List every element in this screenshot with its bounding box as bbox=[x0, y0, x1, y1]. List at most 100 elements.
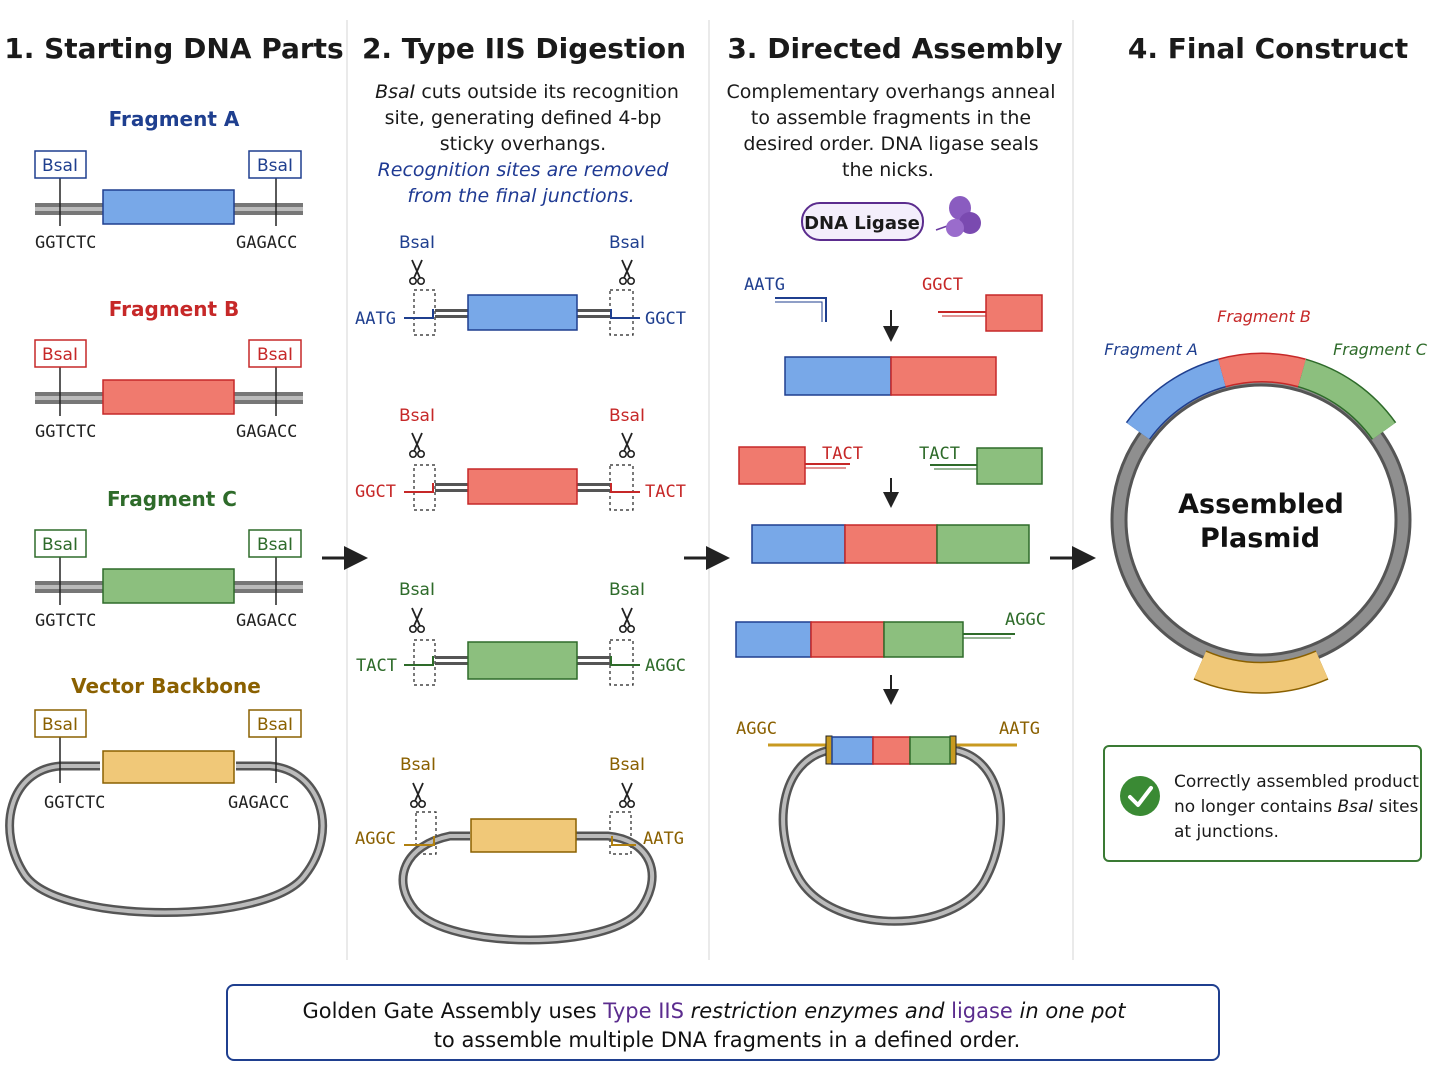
digested-vector: BsaI BsaI AGGC AATG bbox=[355, 755, 684, 945]
left-recognition-seq: GGTCTC bbox=[44, 793, 105, 813]
assembly-step-1: AATG GGCT bbox=[744, 275, 1043, 396]
bsai-site-label: BsaI bbox=[257, 156, 293, 176]
overhang-label: AATG bbox=[643, 829, 684, 849]
assembled-plasmid: Assembled Plasmid Fragment A Fragment B … bbox=[1104, 307, 1428, 694]
bsai-label: BsaI bbox=[399, 580, 435, 600]
panel-assembly: 3. Directed Assembly Complementary overh… bbox=[727, 32, 1063, 926]
fragment-b-block bbox=[102, 379, 235, 415]
fragment-a-part: Fragment A BsaI BsaI GGTCTC GAGACC bbox=[34, 107, 303, 253]
panel3-desc-line1: Complementary overhangs anneal bbox=[727, 81, 1056, 103]
vector-backbone-label: Vector Backbone bbox=[71, 674, 261, 698]
bsai-label: BsaI bbox=[400, 755, 436, 775]
overhang-label: TACT bbox=[356, 656, 397, 676]
assembly-step-2: TACT TACT bbox=[738, 444, 1043, 564]
left-recognition-seq: GGTCTC bbox=[35, 611, 96, 631]
overhang-label: TACT bbox=[645, 482, 686, 502]
overhang-label: GGCT bbox=[645, 309, 686, 329]
bsai-site-label: BsaI bbox=[257, 535, 293, 555]
left-recognition-seq: GGTCTC bbox=[35, 422, 96, 442]
digested-fragment-c: BsaI BsaI TACT AGGC bbox=[356, 580, 686, 686]
bsai-site-label: BsaI bbox=[42, 715, 78, 735]
panel4-title: 4. Final Construct bbox=[1128, 32, 1408, 65]
right-recognition-seq: GAGACC bbox=[236, 233, 297, 253]
plasmid-segment-vector bbox=[1194, 651, 1328, 693]
success-note: Correctly assembled product no longer co… bbox=[1103, 745, 1422, 862]
right-recognition-seq: GAGACC bbox=[236, 422, 297, 442]
digested-fragment-b: BsaI BsaI GGCT TACT bbox=[355, 406, 686, 511]
scissors-icon bbox=[618, 607, 636, 634]
bsai-site-label: BsaI bbox=[257, 715, 293, 735]
overhang-label: AGGC bbox=[645, 656, 686, 676]
fragment-c-part: Fragment C BsaI BsaI GGTCTC GAGACC bbox=[34, 487, 303, 631]
panel-starting-parts: 1. Starting DNA Parts Fragment A BsaI Bs… bbox=[4, 32, 344, 917]
bsai-site-label: BsaI bbox=[42, 345, 78, 365]
bsai-label: BsaI bbox=[609, 406, 645, 426]
panel2-title: 2. Type IIS Digestion bbox=[362, 32, 686, 65]
panel2-desc-line3: sticky overhangs. bbox=[440, 133, 606, 155]
overhang-label: AATG bbox=[355, 309, 396, 329]
fragment-c-block bbox=[102, 568, 235, 604]
bsai-site-label: BsaI bbox=[42, 156, 78, 176]
checkmark-icon bbox=[1120, 776, 1160, 816]
fragment-a-label: Fragment A bbox=[109, 107, 240, 131]
overhang-label: AATG bbox=[744, 275, 785, 295]
dna-ligase-label: DNA Ligase bbox=[804, 213, 920, 234]
panel3-title: 3. Directed Assembly bbox=[727, 32, 1062, 65]
vector-backbone-part: Vector Backbone BsaI BsaI GGTCTC GAGACC bbox=[5, 674, 328, 917]
dna-ligase-badge bbox=[801, 202, 924, 241]
overhang-label: AGGC bbox=[736, 719, 777, 739]
vector-block bbox=[102, 750, 235, 784]
plasmid-segment-a bbox=[1127, 359, 1226, 440]
fragment-b-part: Fragment B BsaI BsaI GGTCTC GAGACC bbox=[34, 297, 303, 442]
panel2-desc-line1: BsaI cuts outside its recognition bbox=[375, 81, 679, 103]
overhang-label: AGGC bbox=[355, 829, 396, 849]
scissors-icon bbox=[618, 259, 636, 286]
assembly-step-3: AGGC bbox=[735, 610, 1046, 705]
bsai-label: BsaI bbox=[399, 406, 435, 426]
plasmid-label-line1: Assembled bbox=[1178, 489, 1344, 520]
fragment-b-label: Fragment B bbox=[109, 297, 239, 321]
footer-line1: Golden Gate Assembly uses Type IIS restr… bbox=[302, 999, 1126, 1023]
panel3-desc-line3: desired order. DNA ligase seals bbox=[743, 133, 1038, 155]
panel-digestion: 2. Type IIS Digestion BsaI cuts outside … bbox=[355, 32, 686, 945]
bsai-site-label: BsaI bbox=[257, 345, 293, 365]
fragment-a-block bbox=[102, 189, 235, 225]
overhang-label: AGGC bbox=[1005, 610, 1046, 630]
left-recognition-seq: GGTCTC bbox=[35, 233, 96, 253]
panel-final-construct: 4. Final Construct Assembled Plasmid Fra… bbox=[1103, 32, 1428, 862]
fragment-c-label: Fragment C bbox=[107, 487, 237, 511]
panel2-desc-line4: Recognition sites are removed bbox=[378, 159, 670, 181]
note-line2: no longer contains BsaI sites bbox=[1174, 797, 1419, 817]
scissors-icon bbox=[408, 259, 426, 286]
ligase-enzyme-icon bbox=[935, 196, 981, 237]
plasmid-segment-c bbox=[1297, 360, 1395, 440]
scissors-icon bbox=[408, 432, 426, 459]
scissors-icon bbox=[408, 607, 426, 634]
plasmid-segment-b bbox=[1218, 354, 1306, 387]
right-recognition-seq: GAGACC bbox=[236, 611, 297, 631]
panel2-desc-line2: site, generating defined 4-bp bbox=[385, 107, 662, 129]
ring-label-c: Fragment C bbox=[1333, 340, 1428, 359]
overhang-label: TACT bbox=[822, 444, 863, 464]
note-line3: at junctions. bbox=[1174, 822, 1279, 842]
overhang-label: TACT bbox=[919, 444, 960, 464]
assembly-step-4: AGGC AATG bbox=[736, 719, 1040, 926]
scissors-icon bbox=[618, 432, 636, 459]
ring-label-b: Fragment B bbox=[1217, 307, 1311, 326]
panel3-desc-line2: to assemble fragments in the bbox=[751, 107, 1031, 129]
footer-summary: Golden Gate Assembly uses Type IIS restr… bbox=[226, 984, 1220, 1061]
ring-label-a: Fragment A bbox=[1104, 340, 1198, 359]
scissors-icon bbox=[618, 782, 636, 809]
footer-line2: to assemble multiple DNA fragments in a … bbox=[434, 1028, 1021, 1052]
plasmid-label-line2: Plasmid bbox=[1200, 523, 1320, 554]
bsai-label: BsaI bbox=[609, 755, 645, 775]
bsai-label: BsaI bbox=[399, 233, 435, 253]
bsai-label: BsaI bbox=[609, 580, 645, 600]
note-line1: Correctly assembled product bbox=[1174, 772, 1419, 792]
panel1-title: 1. Starting DNA Parts bbox=[4, 32, 343, 65]
panel2-desc-line5: from the final junctions. bbox=[407, 185, 634, 207]
bsai-label: BsaI bbox=[609, 233, 645, 253]
overhang-label: AATG bbox=[999, 719, 1040, 739]
bsai-site-label: BsaI bbox=[42, 535, 78, 555]
